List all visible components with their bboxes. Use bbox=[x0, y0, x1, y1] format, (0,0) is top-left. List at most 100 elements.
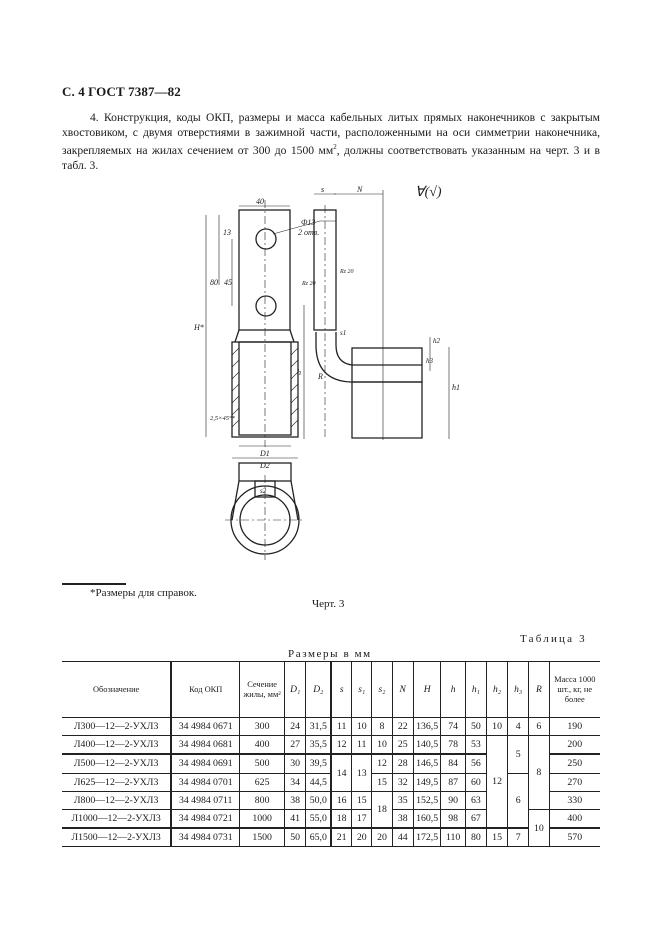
cell-section: 400 bbox=[239, 735, 286, 755]
cell-designation: Л1000—12—2-УХЛ3 bbox=[62, 808, 172, 829]
cell-h: 87 bbox=[440, 772, 466, 792]
cell-s: 11 bbox=[330, 716, 353, 737]
cell-designation: Л500—12—2-УХЛ3 bbox=[62, 753, 172, 774]
superscript: 2 bbox=[333, 143, 337, 152]
cell-h2-merged: 12 bbox=[485, 735, 509, 829]
cell-D1: 27 bbox=[284, 735, 307, 755]
table-row: Л400—12—2-УХЛ3 34 4984 0681 400 27 35,5 … bbox=[62, 735, 600, 829]
table-row: Л625—12—2-УХЛ3 34 4984 0701 625 34 44,5 … bbox=[62, 772, 600, 829]
cell-s1: 17 bbox=[351, 808, 373, 829]
cell-N: 22 bbox=[391, 716, 414, 737]
cell-s1: 15 bbox=[351, 790, 373, 810]
cell-D1: 30 bbox=[284, 753, 307, 774]
dim-s: s bbox=[321, 185, 324, 194]
dim-45: 45 bbox=[224, 278, 232, 287]
dim-h: h bbox=[297, 368, 301, 377]
table-row: Л500—12—2-УХЛ3 34 4984 0691 500 30 39,5 … bbox=[62, 753, 600, 792]
cell-okp: 34 4984 0691 bbox=[170, 753, 241, 774]
table-header-row: Обозначение Код ОКП Сечение жилы, мм² D₁… bbox=[62, 661, 600, 718]
hole-dia: Ф13 bbox=[301, 218, 315, 227]
paragraph-text: 4. Конструкция, коды ОКП, размеры и масс… bbox=[62, 111, 600, 158]
table-caption: Таблица 3 bbox=[520, 633, 587, 645]
cell-s: 21 bbox=[330, 827, 353, 848]
col-section: Сечение жилы, мм² bbox=[239, 661, 286, 718]
col-h2: h₂ bbox=[485, 661, 509, 718]
cell-mass: 400 bbox=[548, 808, 600, 829]
col-mass: Масса 1000 шт., кг, не более bbox=[548, 661, 600, 718]
col-h: h bbox=[440, 661, 466, 718]
cell-D2: 35,5 bbox=[305, 735, 332, 755]
cell-s2: 10 bbox=[371, 735, 393, 755]
cell-h1: 60 bbox=[464, 772, 487, 792]
cell-designation: Л1500—12—2-УХЛ3 bbox=[62, 827, 172, 848]
col-s: s bbox=[330, 661, 353, 718]
cell-h1: 67 bbox=[464, 808, 487, 829]
dim-h1: h1 bbox=[452, 383, 460, 392]
figure-caption: Черт. 3 bbox=[312, 598, 345, 610]
cell-D2: 65,0 bbox=[305, 827, 332, 848]
cell-H: 152,5 bbox=[412, 790, 442, 810]
cell-s2: 12 bbox=[371, 753, 393, 774]
col-R: R bbox=[528, 661, 550, 718]
dim-H: H* bbox=[193, 323, 204, 332]
col-s2: s₂ bbox=[371, 661, 393, 718]
cell-N: 32 bbox=[391, 772, 414, 792]
dimensions-table: Обозначение Код ОКП Сечение жилы, мм² D₁… bbox=[62, 661, 600, 848]
dim-D2: D2 bbox=[259, 461, 270, 470]
cell-h: 90 bbox=[440, 790, 466, 810]
cell-s2: 20 bbox=[371, 827, 393, 848]
cell-D2: 50,0 bbox=[305, 790, 332, 810]
cell-designation: Л400—12—2-УХЛ3 bbox=[62, 735, 172, 755]
cell-h2: 10 bbox=[485, 716, 509, 737]
col-okp: Код ОКП bbox=[170, 661, 241, 718]
roughness-symbol: ∀(√) bbox=[415, 185, 442, 200]
cell-section: 300 bbox=[239, 716, 286, 737]
cell-section: 500 bbox=[239, 753, 286, 774]
cell-D1: 38 bbox=[284, 790, 307, 810]
cell-h: 98 bbox=[440, 808, 466, 829]
hole-count: 2 отв. bbox=[298, 228, 319, 237]
cell-s1: 11 bbox=[351, 735, 373, 755]
cell-D2: 31,5 bbox=[305, 716, 332, 737]
cell-D2: 55,0 bbox=[305, 808, 332, 829]
cell-okp: 34 4984 0681 bbox=[170, 735, 241, 755]
cell-h3-merged: 6 bbox=[507, 772, 530, 829]
col-D2: D₂ bbox=[305, 661, 332, 718]
cell-h1: 50 bbox=[464, 716, 487, 737]
table-units: Размеры в мм bbox=[288, 648, 372, 660]
cell-H: 172,5 bbox=[412, 827, 442, 848]
cell-s: 12 bbox=[330, 735, 353, 755]
cell-s1-merged: 13 bbox=[351, 753, 373, 792]
cell-h1: 80 bbox=[464, 827, 487, 848]
page-header: С. 4 ГОСТ 7387—82 bbox=[62, 84, 181, 99]
cell-s-merged: 14 bbox=[330, 753, 353, 792]
dim-D1: D1 bbox=[259, 449, 270, 458]
rz-left: Rz 20 bbox=[301, 281, 316, 287]
col-D1: D₁ bbox=[284, 661, 307, 718]
cell-N: 38 bbox=[391, 808, 414, 829]
cell-N: 28 bbox=[391, 753, 414, 774]
cell-D1: 41 bbox=[284, 808, 307, 829]
cell-s1: 20 bbox=[351, 827, 373, 848]
dim-s2: s2 bbox=[260, 487, 267, 495]
cell-D1: 34 bbox=[284, 772, 307, 792]
cell-h3: 4 bbox=[507, 716, 530, 737]
cell-h: 74 bbox=[440, 716, 466, 737]
cell-H: 140,5 bbox=[412, 735, 442, 755]
cell-okp: 34 4984 0711 bbox=[170, 790, 241, 810]
cell-R: 6 bbox=[528, 716, 550, 737]
footnote-rule bbox=[62, 583, 126, 585]
rz-right: Rz 20 bbox=[339, 269, 354, 275]
cell-s: 18 bbox=[330, 808, 353, 829]
cell-designation: Л300—12—2-УХЛ3 bbox=[62, 716, 172, 737]
cell-mass: 200 bbox=[548, 735, 600, 755]
cell-s2-merged: 18 bbox=[371, 790, 393, 829]
dim-80-label: 80 bbox=[210, 278, 218, 287]
paragraph-text-end: , должны соответствовать указанным на че… bbox=[62, 144, 600, 172]
cell-section: 1000 bbox=[239, 808, 286, 829]
dim-13: 13 bbox=[223, 228, 231, 237]
technical-drawing: ∀(√) bbox=[193, 185, 460, 560]
col-s1: s₁ bbox=[351, 661, 373, 718]
cell-H: 149,5 bbox=[412, 772, 442, 792]
cell-H: 160,5 bbox=[412, 808, 442, 829]
